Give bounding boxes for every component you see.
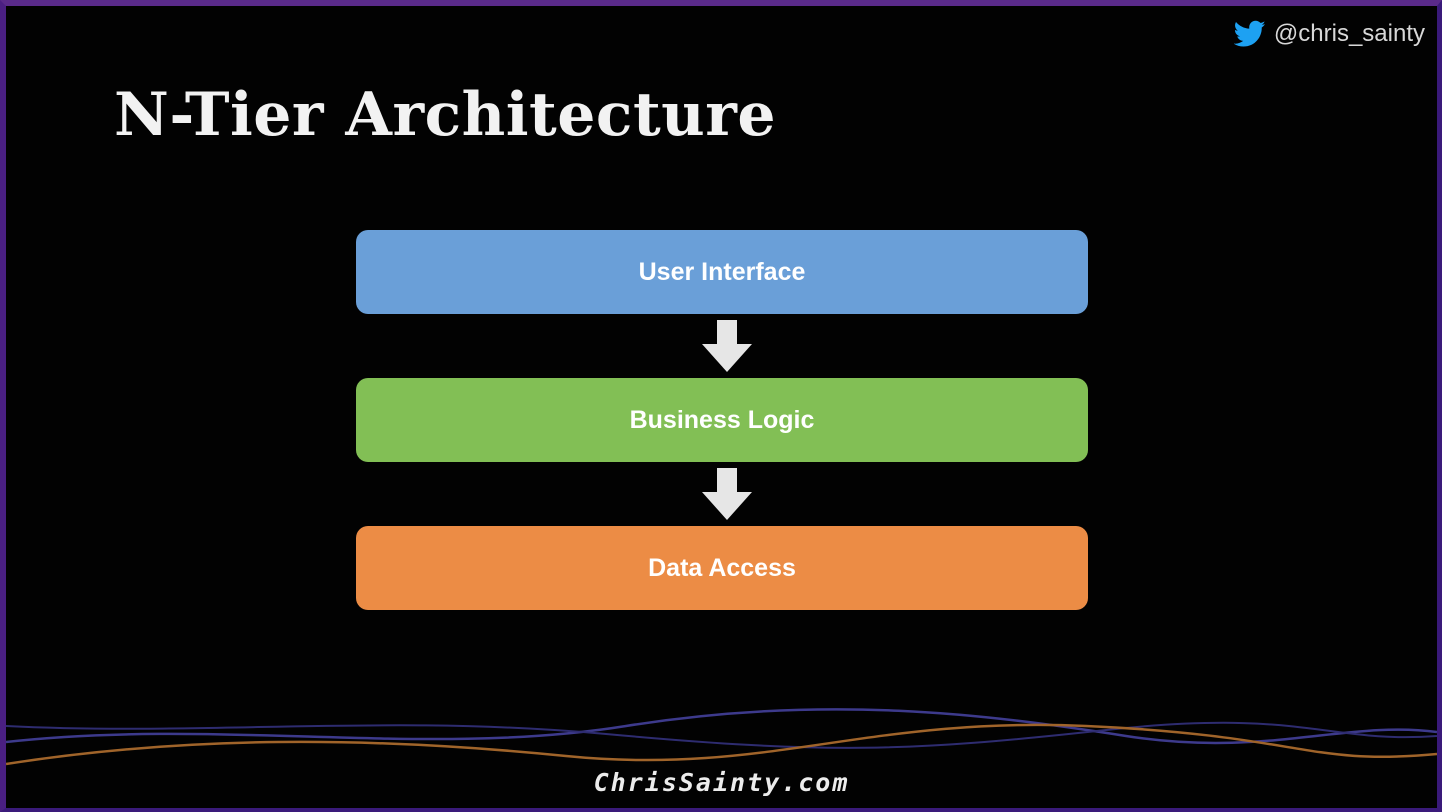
twitter-handle-text: @chris_sainty: [1273, 20, 1425, 47]
tier-user-interface: User Interface: [356, 230, 1088, 314]
footer-brand: ChrisSainty.com: [593, 768, 850, 797]
tier-label: Data Access: [648, 553, 796, 582]
arrow-down-icon: [702, 468, 752, 520]
tier-label: User Interface: [638, 257, 806, 286]
twitter-handle: @chris_sainty: [1233, 20, 1425, 48]
tier-business-logic: Business Logic: [356, 378, 1088, 462]
decorative-wave-lines: [6, 708, 1437, 766]
arrow-down-icon: [702, 320, 752, 372]
tier-data-access: Data Access: [356, 526, 1088, 610]
twitter-bird-icon: [1233, 20, 1266, 48]
tier-label: Business Logic: [629, 405, 815, 434]
wave-line-orange: [6, 723, 1437, 766]
slide-title: N-Tier Architecture: [114, 80, 777, 150]
wave-line-purple: [6, 708, 1437, 745]
